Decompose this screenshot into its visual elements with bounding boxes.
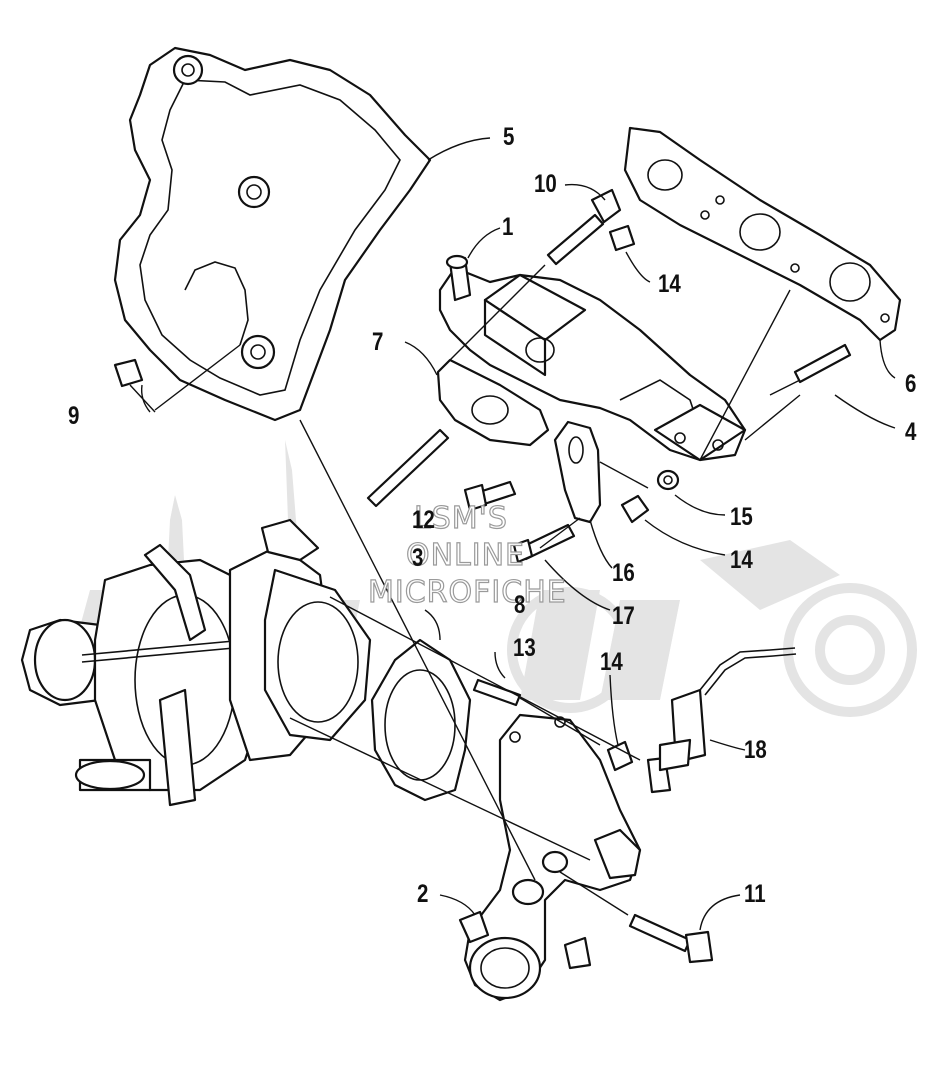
callout-9[interactable]: 9: [68, 401, 79, 429]
callout-6[interactable]: 6: [905, 369, 916, 397]
callout-13[interactable]: 13: [513, 633, 536, 661]
turbo-outlet-gasket: [370, 638, 472, 802]
callout-14-low[interactable]: 14: [600, 647, 623, 675]
turbocharger: [20, 518, 372, 807]
callout-10[interactable]: 10: [534, 169, 557, 197]
callout-17[interactable]: 17: [612, 601, 635, 629]
watermark-line-3: MICROFICHE: [368, 575, 567, 610]
fasteners: [113, 188, 852, 964]
oxygen-sensor: [646, 647, 797, 794]
callout-1[interactable]: 1: [502, 212, 514, 240]
heat-shield: [113, 46, 432, 422]
callout-7[interactable]: 7: [372, 327, 383, 355]
callout-18[interactable]: 18: [744, 735, 767, 763]
callout-12[interactable]: 12: [412, 505, 435, 533]
callout-14-top[interactable]: 14: [658, 269, 681, 297]
callout-11[interactable]: 11: [744, 879, 766, 907]
watermark-line-2: ONLINE: [406, 538, 525, 573]
callout-4[interactable]: 4: [905, 417, 917, 445]
manifold-gasket: [436, 358, 550, 447]
exhaust-manifold: [438, 254, 747, 462]
callout-8[interactable]: 8: [514, 590, 526, 618]
assembly-lines: [129, 264, 801, 916]
callout-15[interactable]: 15: [730, 502, 753, 530]
watermark-text: LSM'S ONLINE MICROFICHE: [367, 500, 567, 610]
callout-14-mid[interactable]: 14: [730, 545, 753, 573]
bracket: [553, 420, 602, 524]
callout-numbers: 1 2 3 4 5 6 7 8 9 10 11 12 13 14 14 14 1…: [68, 122, 917, 907]
callout-3[interactable]: 3: [412, 543, 423, 571]
exhaust-elbow: [458, 713, 642, 1002]
watermark-line-1: LSM'S: [414, 501, 508, 536]
head-gasket: [623, 126, 902, 342]
callout-16[interactable]: 16: [612, 558, 635, 586]
callout-2[interactable]: 2: [417, 879, 428, 907]
callout-leaders: [140, 137, 896, 931]
callout-5[interactable]: 5: [503, 122, 515, 150]
